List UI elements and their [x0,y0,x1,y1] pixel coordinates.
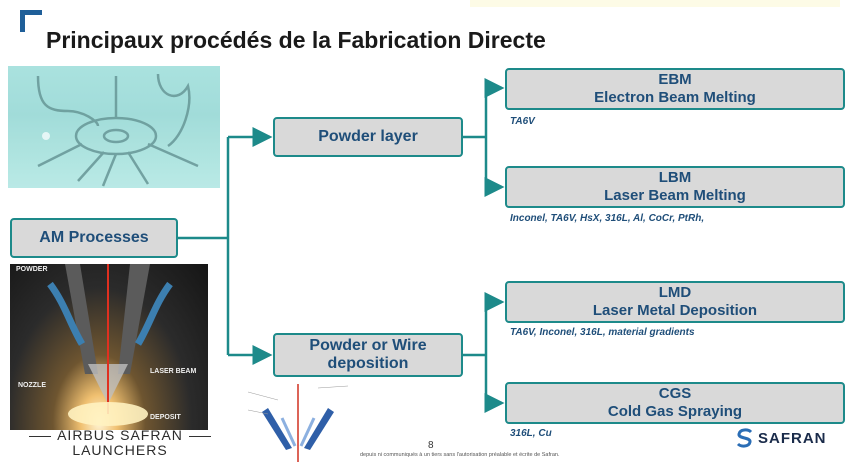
airbus-safran-launchers-logo: AIRBUS SAFRAN LAUNCHERS [20,428,220,458]
lmd-node: LMD Laser Metal Deposition [505,281,845,323]
deposit-label: DEPOSIT [150,414,181,421]
airbus-line1: AIRBUS SAFRAN [57,427,183,443]
ebm-materials: TA6V [510,116,535,127]
lbm-node: LBM Laser Beam Melting [505,166,845,208]
cgs-node: CGS Cold Gas Spraying [505,382,845,424]
nozzle-label: NOZZLE [18,382,46,389]
safran-s-icon [736,428,753,448]
safran-logo: SAFRAN [736,428,827,448]
cgs-acronym: CGS [658,385,692,402]
page-number: 8 [428,440,434,451]
am-processes-node: AM Processes [10,218,178,258]
lmd-name: Laser Metal Deposition [592,302,758,319]
powder-or-wire-node: Powder or Wire deposition [273,333,463,377]
slide-title: Principaux procédés de la Fabrication Di… [46,27,546,53]
airbus-line2: LAUNCHERS [72,442,168,458]
safran-wordmark: SAFRAN [758,429,827,447]
lmd-materials: TA6V, Inconel, 316L, material gradients [510,327,695,338]
powder-layer-label: Powder layer [318,128,418,145]
ebm-node: EBM Electron Beam Melting [505,68,845,110]
am-processes-label: AM Processes [39,229,149,246]
lbm-name: Laser Beam Melting [604,187,746,204]
powder-bed-photo [8,66,220,188]
ebm-name: Electron Beam Melting [594,89,756,106]
lbm-materials: Inconel, TA6V, HsX, 316L, Al, CoCr, PtRh… [510,213,705,224]
lmd-nozzle-photo: POWDER LASER BEAM NOZZLE DEPOSIT [10,264,208,430]
title-corner-mark [20,10,42,32]
powder-layer-node: Powder layer [273,117,463,157]
confidentiality-notice: depuis ni communiqués à un tiers sans l'… [360,452,560,458]
powder-label: POWDER [16,266,48,273]
ebm-acronym: EBM [658,71,692,88]
cgs-materials: 316L, Cu [510,428,552,439]
lmd-acronym: LMD [658,284,692,301]
nozzle-diagram [248,384,349,462]
lbm-acronym: LBM [658,169,692,186]
top-highlight-band [470,0,840,7]
powder-or-wire-label: Powder or Wire deposition [309,337,427,372]
laser-beam-label: LASER BEAM [150,368,197,375]
cgs-name: Cold Gas Spraying [607,403,743,420]
